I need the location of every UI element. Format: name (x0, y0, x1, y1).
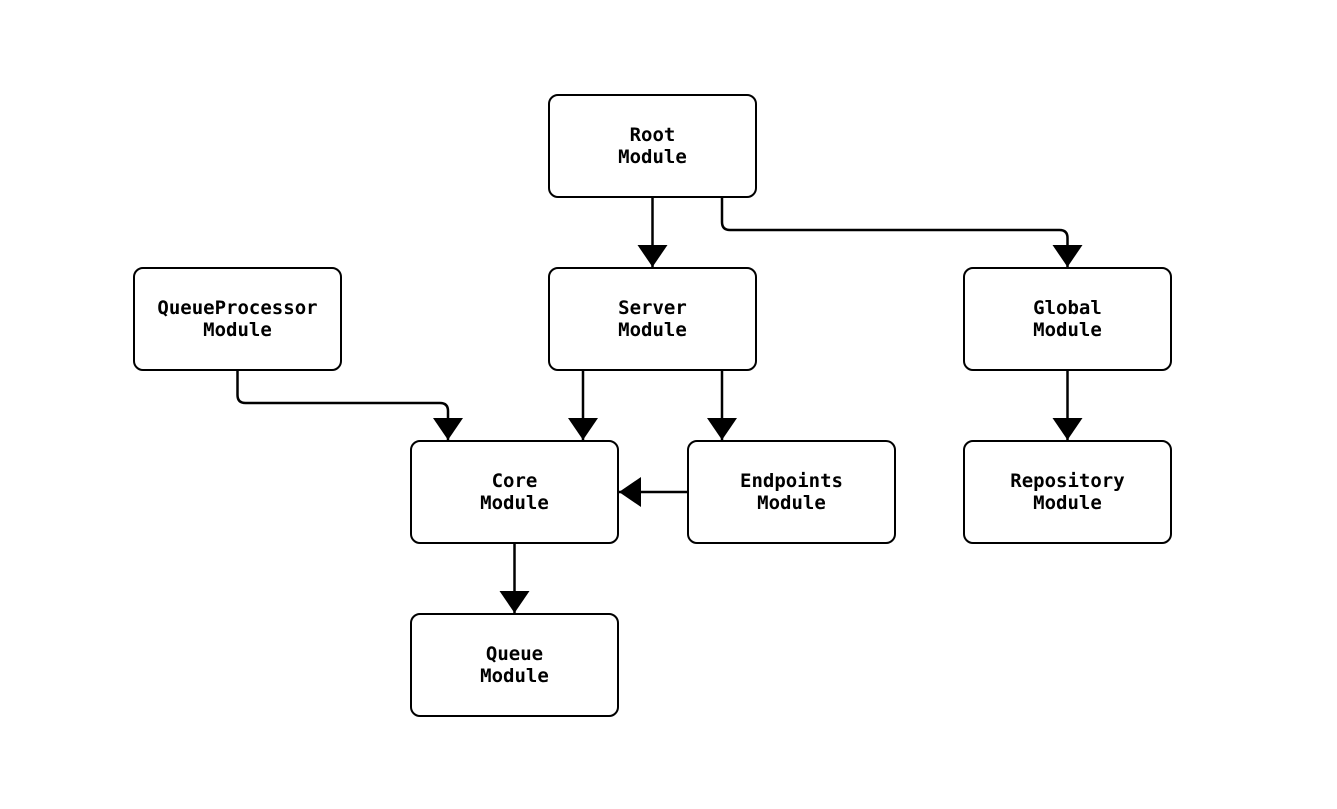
node-endpoints-module: Endpoints Module (687, 440, 896, 544)
node-queue-module: Queue Module (410, 613, 619, 717)
edge-queueprocessor-to-core (236, 371, 463, 440)
node-queueprocessor-module: QueueProcessor Module (133, 267, 342, 371)
node-root-module: Root Module (548, 94, 757, 198)
node-core-module: Core Module (410, 440, 619, 544)
node-server-module: Server Module (548, 267, 757, 371)
node-global-module: Global Module (963, 267, 1172, 371)
edge-root-to-global (720, 198, 1083, 267)
node-repository-module: Repository Module (963, 440, 1172, 544)
